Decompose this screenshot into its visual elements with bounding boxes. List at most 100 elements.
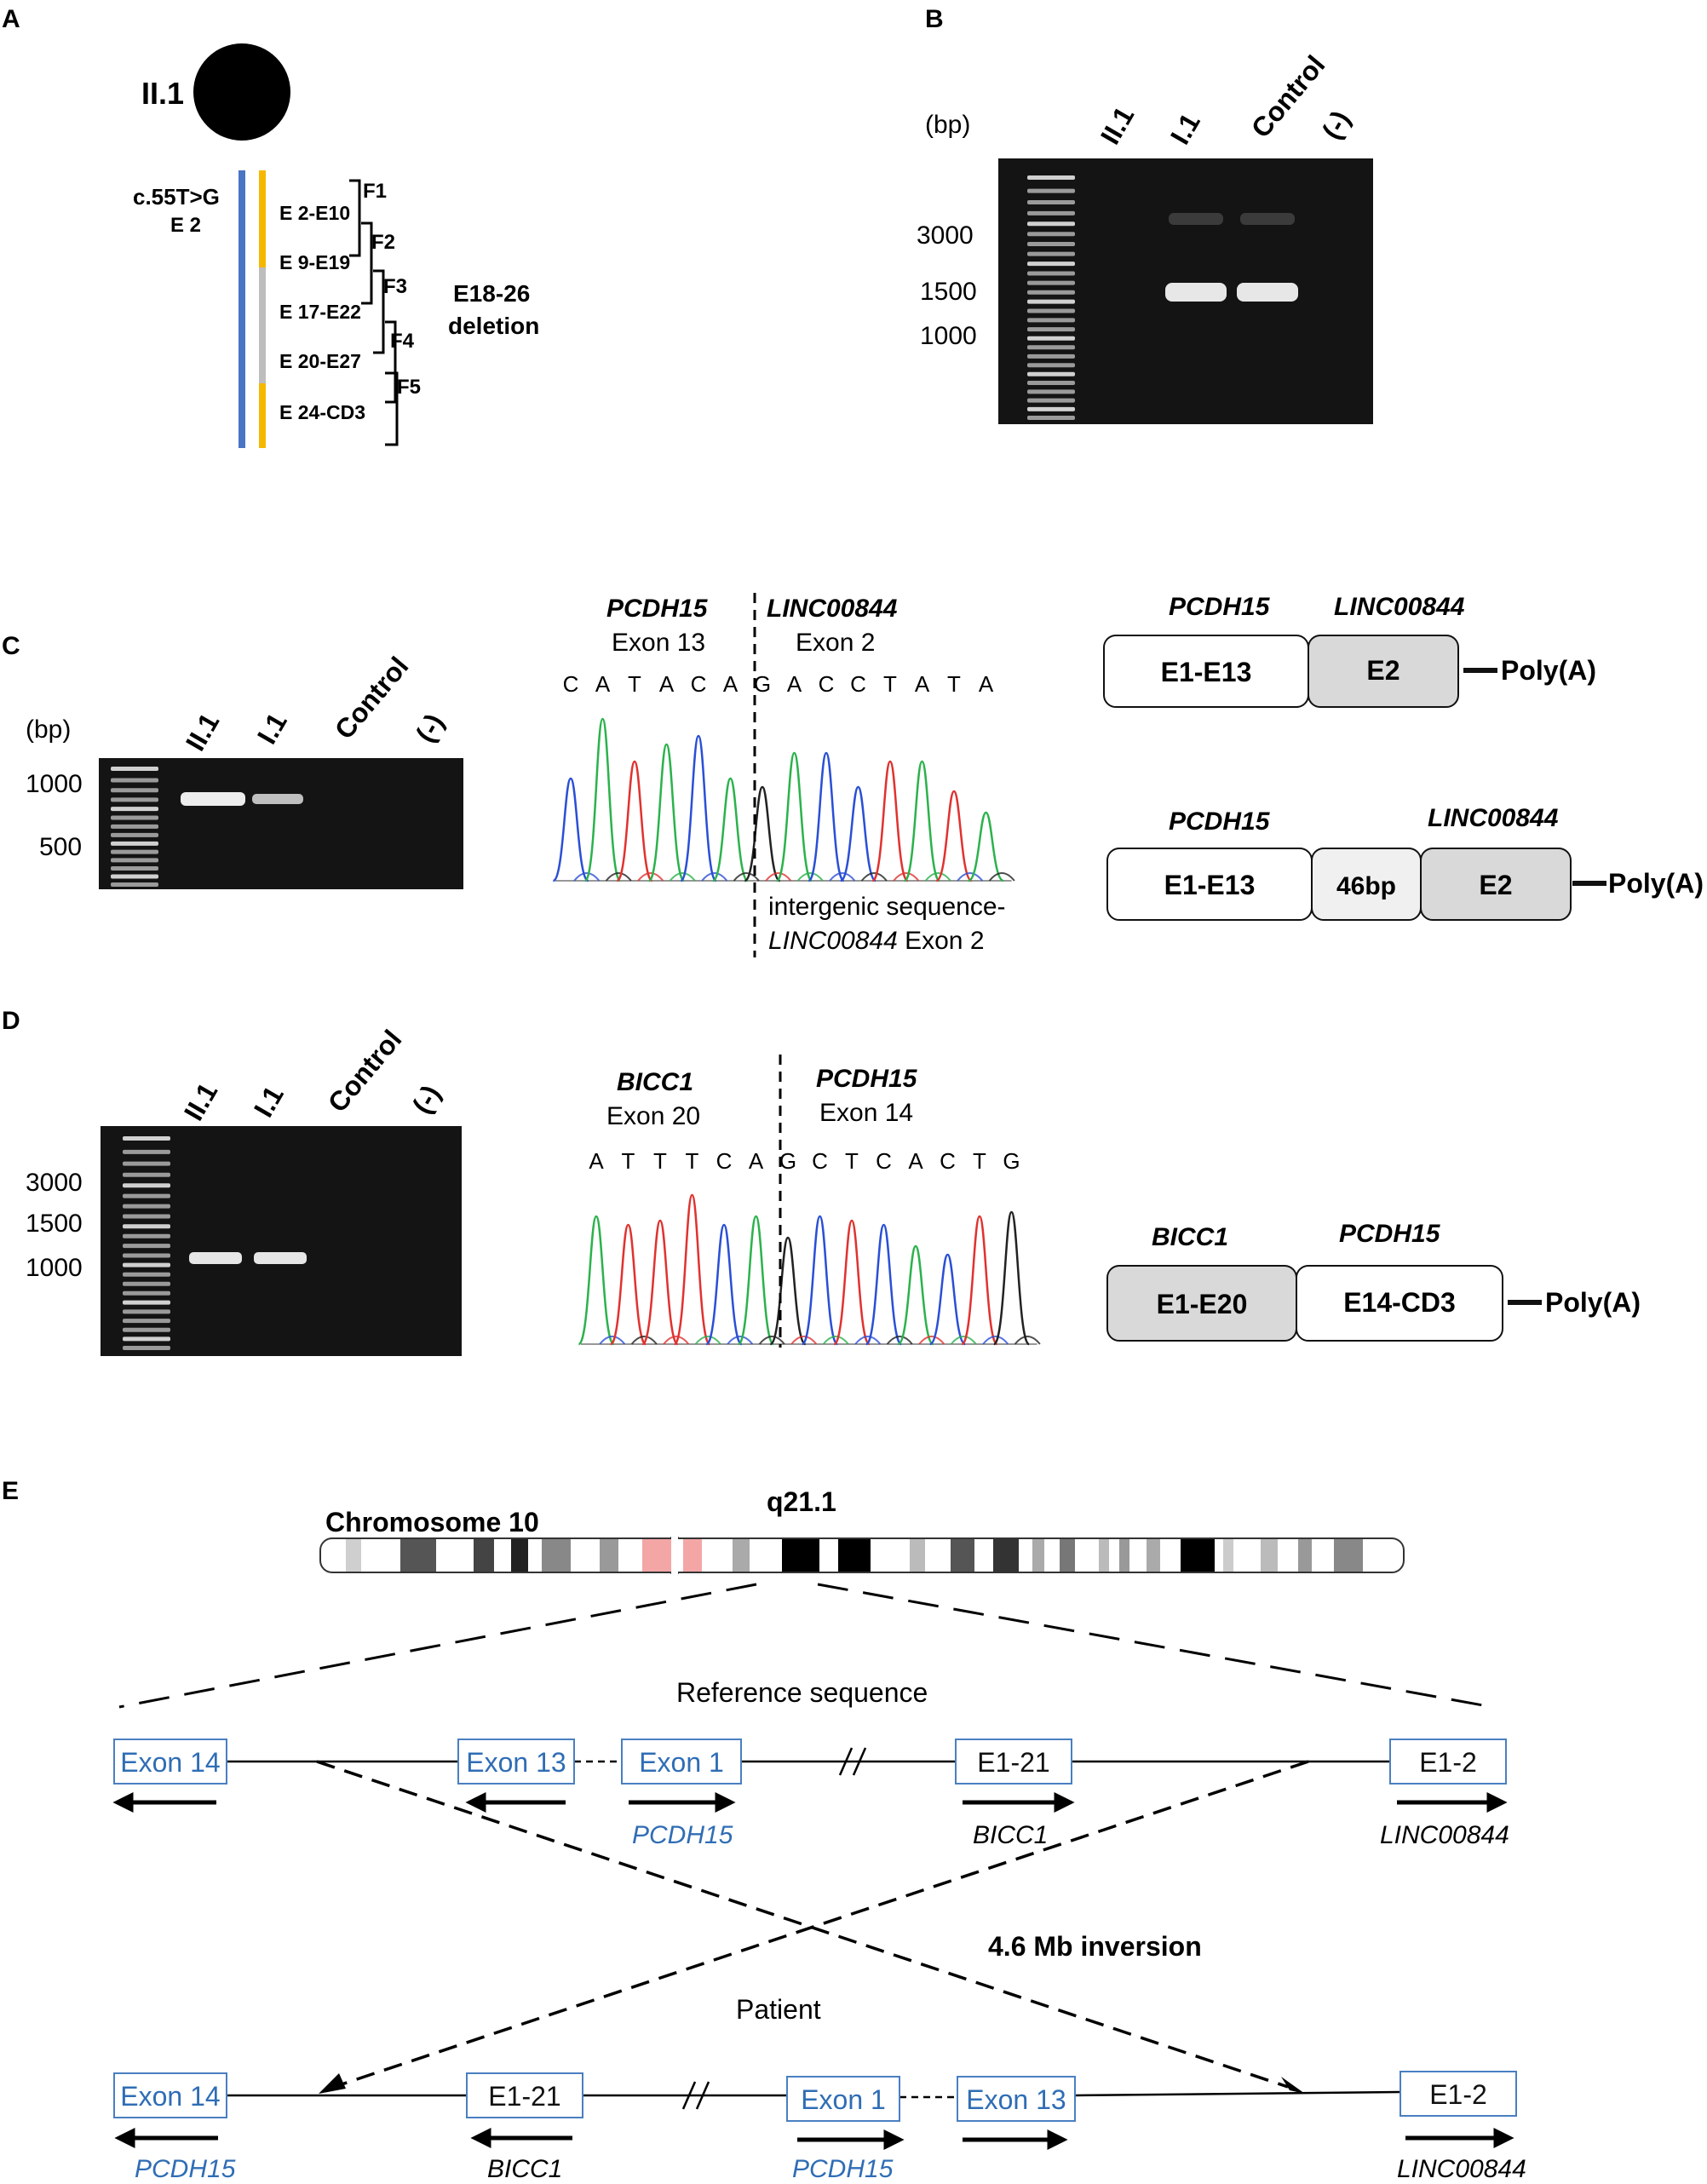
trace-peak — [673, 1193, 711, 1346]
intergenic-note-gene: LINC00844 — [768, 927, 898, 955]
trace-peak — [801, 1215, 839, 1346]
trace-noise — [765, 872, 792, 882]
sequence-base: C — [876, 1148, 892, 1174]
fragment-id-2: F2 — [371, 231, 395, 254]
ladder-band — [1027, 406, 1075, 411]
transcript1-diagram: E1-E13 E2 Poly(A) — [1103, 635, 1596, 708]
chromosome-band — [1147, 1539, 1160, 1572]
ladder-band — [123, 1244, 170, 1249]
trace-peak — [769, 1236, 807, 1346]
sequence-base: C — [940, 1148, 956, 1174]
chromosome-band — [782, 1539, 819, 1572]
transcript1-gene1: PCDH15 — [1169, 593, 1271, 621]
lane-labels-c: II.1 I.1 Control (-) — [180, 651, 450, 756]
ladder-band — [1027, 175, 1075, 180]
marker-b-1000: 1000 — [920, 322, 977, 350]
deletion-label-line2: deletion — [448, 313, 539, 339]
panel-label-b: B — [925, 5, 944, 33]
ladder-band — [123, 1204, 170, 1209]
lane-label-b-i1: I.1 — [1164, 108, 1206, 150]
trace-noise — [694, 1336, 721, 1345]
trace-noise — [573, 872, 601, 882]
fragment-range-3: E 17-E22 — [279, 301, 361, 323]
centromere-gap — [671, 1536, 678, 1575]
trace-peak — [808, 751, 845, 882]
marker-c-1000: 1000 — [26, 770, 83, 798]
trace-noise — [860, 872, 888, 882]
ladder-band — [1027, 262, 1075, 267]
chromosome-band — [1181, 1539, 1215, 1572]
ladder-band — [123, 1281, 170, 1286]
marker-b-3000: 3000 — [917, 221, 974, 250]
fragment-range-5: E 24-CD3 — [279, 401, 365, 423]
pat-gene-pcdh15-mid: PCDH15 — [792, 2155, 894, 2183]
ladder-band — [123, 1193, 170, 1198]
sequence-base: C — [691, 671, 707, 697]
trace-peak — [641, 1219, 679, 1346]
chromosome-band — [1223, 1539, 1233, 1572]
ladder-band — [1027, 318, 1075, 323]
sequence-base: T — [973, 1148, 986, 1174]
gene-left-d: BICC1 — [617, 1068, 693, 1096]
ladder-band — [123, 1319, 170, 1324]
ref-gene-pcdh15: PCDH15 — [632, 1821, 733, 1849]
ref-box-linc: E1-2 — [1419, 1747, 1477, 1778]
transcript-d-box2: E14-CD3 — [1343, 1287, 1456, 1318]
trace-peak — [961, 1215, 998, 1346]
ladder-band — [1027, 308, 1075, 313]
lane-label-d-ii1: II.1 — [178, 1078, 223, 1126]
exon-left-c: Exon 13 — [612, 629, 705, 657]
reference-label: Reference sequence — [676, 1677, 928, 1708]
trace-peak — [865, 1223, 903, 1346]
gel-image-d — [101, 1126, 462, 1356]
gel-image-c — [99, 758, 463, 889]
band-d-i1 — [254, 1252, 307, 1264]
trace-peak — [583, 717, 622, 882]
trace-noise — [733, 872, 760, 882]
lane-label-d-control: Control — [322, 1024, 408, 1118]
patient-label: Patient — [736, 1994, 821, 2025]
transcript1-gene2: LINC00844 — [1334, 593, 1465, 621]
fragment-range-1: E 2-E10 — [279, 202, 350, 224]
ladder-band — [123, 1327, 170, 1332]
trace-noise — [893, 872, 920, 882]
ladder-band — [111, 882, 158, 887]
trace-peak — [744, 785, 781, 882]
trace-peak — [968, 811, 1004, 882]
transcript-d-gene1: BICC1 — [1152, 1223, 1228, 1251]
chromosome-band — [600, 1539, 618, 1572]
panel-label-e: E — [2, 1477, 19, 1505]
band-c-ii1 — [181, 792, 245, 806]
trace-noise — [822, 1336, 849, 1345]
sequence-base: A — [595, 671, 611, 697]
fragment-range-2: E 9-E19 — [279, 251, 350, 273]
ladder-band — [1027, 381, 1075, 386]
reference-track — [227, 1747, 1390, 1776]
ref-box-exon1: Exon 1 — [639, 1747, 724, 1778]
exon-right-c: Exon 2 — [796, 629, 875, 657]
trace-peak — [616, 760, 653, 882]
trace-noise — [829, 872, 856, 882]
transcript-d-gene2: PCDH15 — [1339, 1220, 1441, 1248]
trace-noise — [637, 872, 664, 882]
chromosome-band — [474, 1539, 494, 1572]
ladder-band — [123, 1290, 170, 1296]
transcript2-gene1: PCDH15 — [1169, 808, 1271, 836]
zoom-lines — [118, 1583, 1493, 1709]
trace-peak — [903, 760, 941, 882]
chromosome-band — [838, 1539, 871, 1572]
band-d-ii1 — [189, 1252, 242, 1264]
trace-noise — [701, 872, 728, 882]
ladder-band — [1027, 398, 1075, 403]
ladder-band — [123, 1224, 170, 1229]
ladder-band — [111, 841, 158, 846]
transcript-d-polya: Poly(A) — [1545, 1287, 1641, 1318]
ladder-band — [1027, 280, 1075, 285]
fragment-id-4: F4 — [390, 330, 415, 353]
inversion-label: 4.6 Mb inversion — [988, 1931, 1202, 1962]
ladder-band — [1027, 299, 1075, 304]
transcript2-box1: E1-E13 — [1164, 870, 1256, 900]
panel-label-a: A — [2, 5, 20, 33]
trace-noise — [669, 872, 696, 882]
